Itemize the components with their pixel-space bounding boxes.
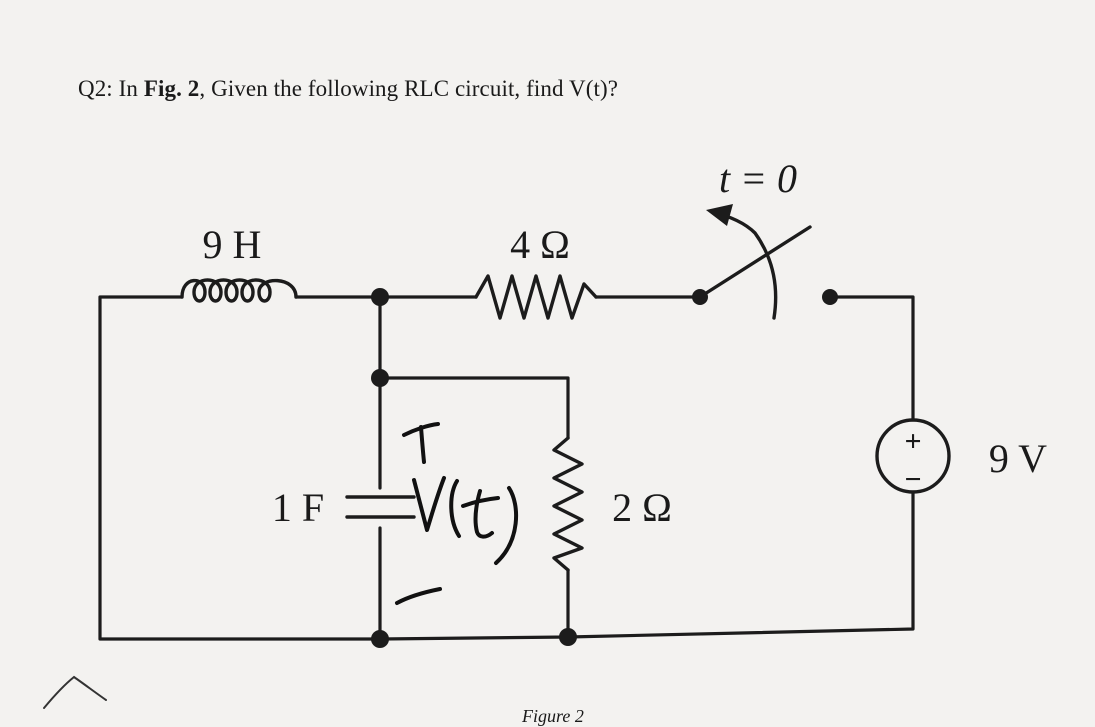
source-to-ground-wire: [566, 490, 915, 639]
handwritten-minus-sign: [395, 587, 442, 605]
corner-pencil-mark: [43, 675, 107, 709]
switch-motion-arc: [710, 210, 778, 320]
figure-caption: Figure 2: [522, 706, 584, 726]
switch-pivot-terminal: [692, 289, 708, 305]
inductor-symbol: [180, 278, 298, 303]
node-bottom-left: [371, 630, 389, 648]
switch-label: t = 0: [719, 156, 797, 201]
series-resistor-label: 4 Ω: [510, 222, 570, 267]
handwritten-t: [461, 489, 500, 539]
switch-arrow-head: [706, 204, 733, 226]
handwritten-close-paren: [494, 486, 519, 565]
shunt-resistor-symbol: [552, 436, 584, 572]
source-minus-sign: −: [904, 463, 921, 496]
handwritten-open-paren: [449, 479, 461, 538]
switch-to-source-wire: [828, 295, 915, 422]
wires: [98, 295, 915, 641]
inductor-label: 9 H: [203, 222, 262, 267]
shunt-branch-top: [378, 376, 570, 440]
capacitor-label: 1 F: [272, 485, 324, 530]
voltage-source: + −: [875, 418, 951, 496]
capacitor: [345, 495, 416, 519]
shunt-resistor-label: 2 Ω: [612, 485, 672, 530]
series-resistor-symbol: [474, 274, 598, 320]
handwritten-V: [412, 476, 446, 532]
source-plus-sign: +: [904, 425, 921, 458]
left-wire: [98, 295, 382, 641]
node-branch: [371, 369, 389, 387]
source-circle: [875, 418, 951, 494]
node-bottom-right: [559, 628, 577, 646]
nodes: [371, 288, 577, 648]
handwritten-annotation: [395, 422, 519, 605]
switch: [692, 204, 838, 320]
question-prefix: Q2: In: [78, 76, 144, 101]
question-text: Q2: In Fig. 2, Given the following RLC c…: [78, 76, 618, 102]
question-suffix: , Given the following RLC circuit, find …: [199, 76, 619, 101]
node-top: [371, 288, 389, 306]
bottom-wire: [378, 635, 570, 641]
source-label: 9 V: [989, 436, 1047, 481]
figure-reference: Fig. 2: [143, 76, 200, 101]
switch-open-terminal: [822, 289, 838, 305]
switch-blade: [698, 225, 812, 299]
handwritten-plus-sign: [402, 422, 440, 464]
